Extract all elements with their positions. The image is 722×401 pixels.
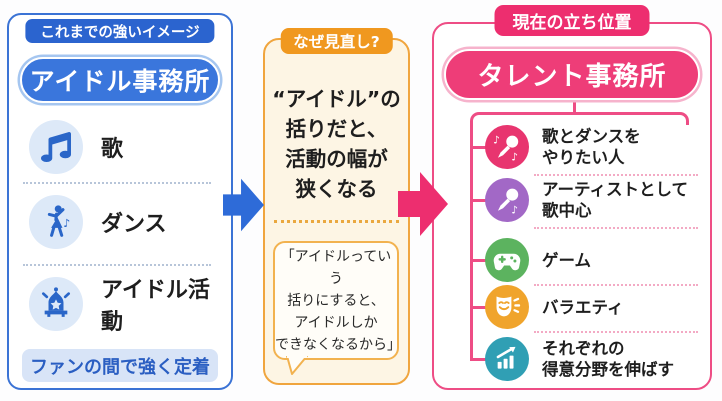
tree-stub bbox=[470, 258, 488, 262]
list-item: 歌 bbox=[29, 120, 123, 174]
middle-panel: なぜ見直し? “アイドル”の 括りだと、 活動の幅が 狭くなる 「アイドルってい… bbox=[263, 28, 410, 385]
dotted-separator bbox=[534, 227, 698, 229]
tree-stub bbox=[470, 198, 488, 202]
list-item: ゲーム bbox=[485, 238, 591, 282]
dotted-separator bbox=[23, 264, 211, 266]
right-panel-badge: 現在の立ち位置 bbox=[494, 5, 650, 36]
theater-mask-icon bbox=[485, 285, 529, 329]
left-panel-title: アイドル事務所 bbox=[20, 57, 220, 103]
list-item: ♪ ダンス bbox=[29, 195, 167, 249]
idol-stage-icon bbox=[29, 277, 83, 331]
tree-stub bbox=[470, 305, 488, 309]
dotted-separator bbox=[534, 284, 698, 286]
right-panel: 現在の立ち位置 タレント事務所 ♪♪歌とダンスを やりたい人♪アーティストとして… bbox=[432, 5, 712, 390]
left-panel-footer: ファンの間で強く定着 bbox=[22, 349, 218, 382]
tree-stem bbox=[573, 94, 576, 113]
left-panel: これまでの強いイメージ アイドル事務所 歌 ♪ ダンスアイドル活動 ファンの間で強く… bbox=[7, 13, 233, 390]
list-item: ♪ アーティストとして 歌中心 bbox=[485, 178, 688, 222]
tree-bracket bbox=[470, 112, 689, 125]
music-note-icon bbox=[29, 120, 83, 174]
dotted-separator bbox=[534, 174, 698, 176]
quote-bubble-tail-icon bbox=[285, 353, 311, 378]
svg-text:♪: ♪ bbox=[63, 217, 70, 230]
growth-chart-icon bbox=[485, 337, 529, 381]
arrow-left-to-middle-icon bbox=[223, 175, 264, 239]
dancer-icon: ♪ bbox=[29, 195, 83, 249]
svg-text:♪: ♪ bbox=[493, 133, 500, 146]
dotted-separator bbox=[23, 182, 211, 184]
tree-spine bbox=[470, 123, 473, 360]
dotted-separator bbox=[534, 331, 698, 333]
middle-separator bbox=[274, 220, 399, 223]
svg-text:♪: ♪ bbox=[511, 151, 518, 164]
tree-stub bbox=[470, 145, 488, 149]
item-label: 歌とダンスを やりたい人 bbox=[542, 127, 641, 167]
item-label: 歌 bbox=[101, 137, 124, 162]
microphone-note-icon: ♪ bbox=[485, 178, 529, 222]
left-panel-badge: これまでの強いイメージ bbox=[25, 19, 215, 43]
quote-bubble: 「アイドルっていう 括りにすると、 アイドルしか できなくなるから」 bbox=[273, 241, 401, 360]
tree-stub bbox=[470, 357, 488, 361]
arrow-middle-to-right-icon bbox=[398, 169, 448, 243]
item-label: ダンス bbox=[101, 212, 167, 237]
game-controller-icon bbox=[485, 238, 529, 282]
statement-text: “アイドル”の 括りだと、 活動の幅が 狭くなる bbox=[272, 87, 401, 201]
list-item: バラエティ bbox=[485, 285, 624, 329]
list-item: ♪♪歌とダンスを やりたい人 bbox=[485, 125, 641, 169]
middle-panel-badge: なぜ見直し? bbox=[280, 28, 393, 54]
item-label: アーティストとして 歌中心 bbox=[542, 180, 689, 220]
svg-text:♪: ♪ bbox=[511, 204, 518, 217]
list-item: アイドル活動 bbox=[29, 277, 231, 335]
item-label: アイドル活動 bbox=[101, 278, 210, 335]
list-item: それぞれの 得意分野を伸ばす bbox=[485, 337, 674, 381]
item-label: それぞれの 得意分野を伸ばす bbox=[542, 339, 674, 379]
item-label: ゲーム bbox=[542, 250, 592, 270]
item-label: バラエティ bbox=[542, 297, 624, 317]
microphone-notes-icon: ♪♪ bbox=[485, 125, 529, 169]
right-panel-title: タレント事務所 bbox=[444, 49, 700, 100]
